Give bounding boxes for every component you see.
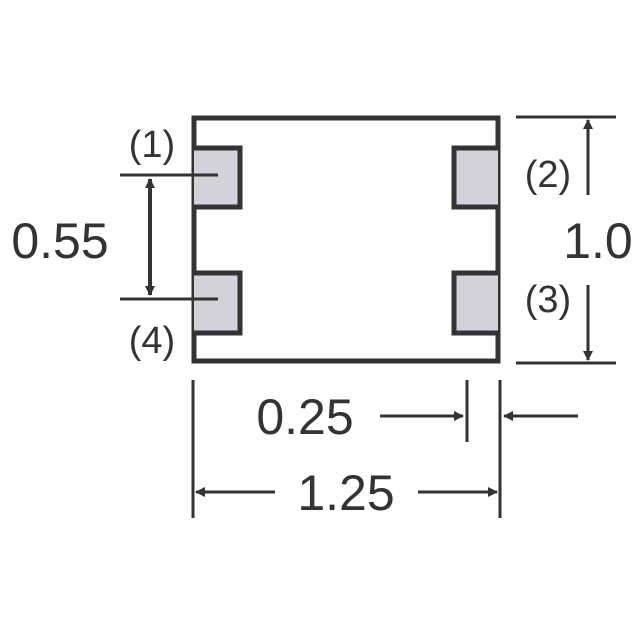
pad-3 <box>451 270 498 336</box>
pad-2 <box>451 145 498 210</box>
pin-3-label: (3) <box>525 279 571 321</box>
height-dimension: 1.0 <box>563 213 633 269</box>
pin-1-label: (1) <box>129 124 175 166</box>
pin-2-label: (2) <box>525 154 571 196</box>
width-dimension: 1.25 <box>297 465 394 521</box>
pitch-dimension: 0.55 <box>11 213 108 269</box>
pad-width-dimension: 0.25 <box>256 389 353 445</box>
package-body <box>191 115 501 364</box>
pad-1 <box>194 145 243 210</box>
pad-4 <box>194 270 243 336</box>
pin-4-label: (4) <box>129 320 175 362</box>
